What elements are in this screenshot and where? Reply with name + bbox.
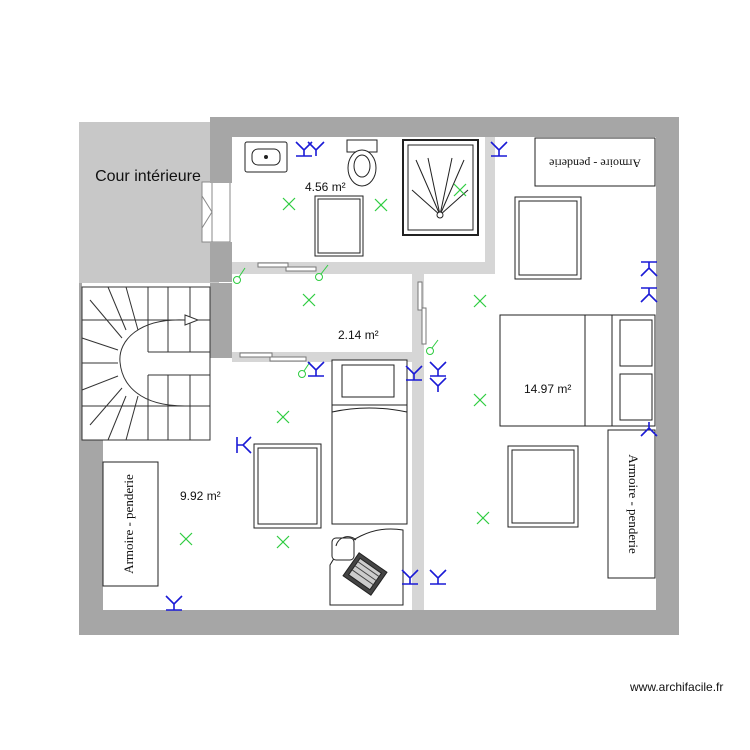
light-point-icon — [276, 535, 290, 549]
switch-icon — [298, 361, 311, 378]
light-point-icon — [473, 294, 487, 308]
sink-icon — [244, 141, 288, 173]
courtyard: Cour intérieure — [79, 122, 231, 283]
outlet-icon — [490, 141, 508, 157]
outer-walls — [79, 117, 679, 635]
switch-icon — [315, 264, 329, 281]
light-point-icon — [374, 198, 388, 212]
outlet-icon — [640, 422, 658, 437]
outlet-icon — [165, 595, 183, 611]
single-bed — [331, 359, 408, 525]
light-point-icon — [302, 293, 316, 307]
room-area-bathroom: 4.56 m² — [305, 180, 346, 194]
room-area-hallway: 2.14 m² — [338, 328, 379, 342]
outlet-icon — [429, 361, 447, 392]
light-point-icon — [476, 511, 490, 525]
double-bed — [499, 314, 656, 427]
outlet-icon — [401, 569, 419, 585]
outlet-icon — [640, 287, 658, 303]
outlet-icon — [640, 261, 658, 277]
outlet-icon — [236, 436, 252, 454]
outlet-icon — [295, 141, 325, 157]
doors — [239, 262, 427, 362]
inner-walls — [232, 137, 495, 610]
laptop-icon — [342, 552, 388, 596]
courtyard-label: Cour intérieure — [95, 168, 201, 185]
wardrobe-label-left: Armoire - penderie — [121, 474, 136, 574]
light-point-icon — [282, 197, 296, 211]
room-area-bedroom-right: 14.97 m² — [524, 382, 571, 396]
furniture — [102, 137, 656, 606]
outlet-icon — [307, 361, 325, 377]
light-point-icon — [276, 410, 290, 424]
switch-icon — [233, 267, 246, 284]
light-point-icon — [473, 393, 487, 407]
room-area-bedroom-left: 9.92 m² — [180, 489, 221, 503]
shower-icon — [402, 139, 479, 236]
outlets — [165, 141, 658, 611]
outlet-icon — [429, 569, 447, 585]
wardrobe-label-right: Armoire - penderie — [626, 454, 641, 554]
outlet-icon — [405, 365, 423, 381]
light-point-icon — [179, 532, 193, 546]
light-point-icon — [453, 183, 467, 197]
light-points — [179, 183, 490, 549]
switch-icon — [426, 339, 439, 355]
switches — [233, 264, 439, 378]
staircase — [81, 286, 211, 441]
watermark: www.archifacile.fr — [630, 680, 724, 694]
toilet-icon — [346, 139, 378, 187]
wardrobe-label-top: Armoire - penderie — [549, 156, 641, 170]
